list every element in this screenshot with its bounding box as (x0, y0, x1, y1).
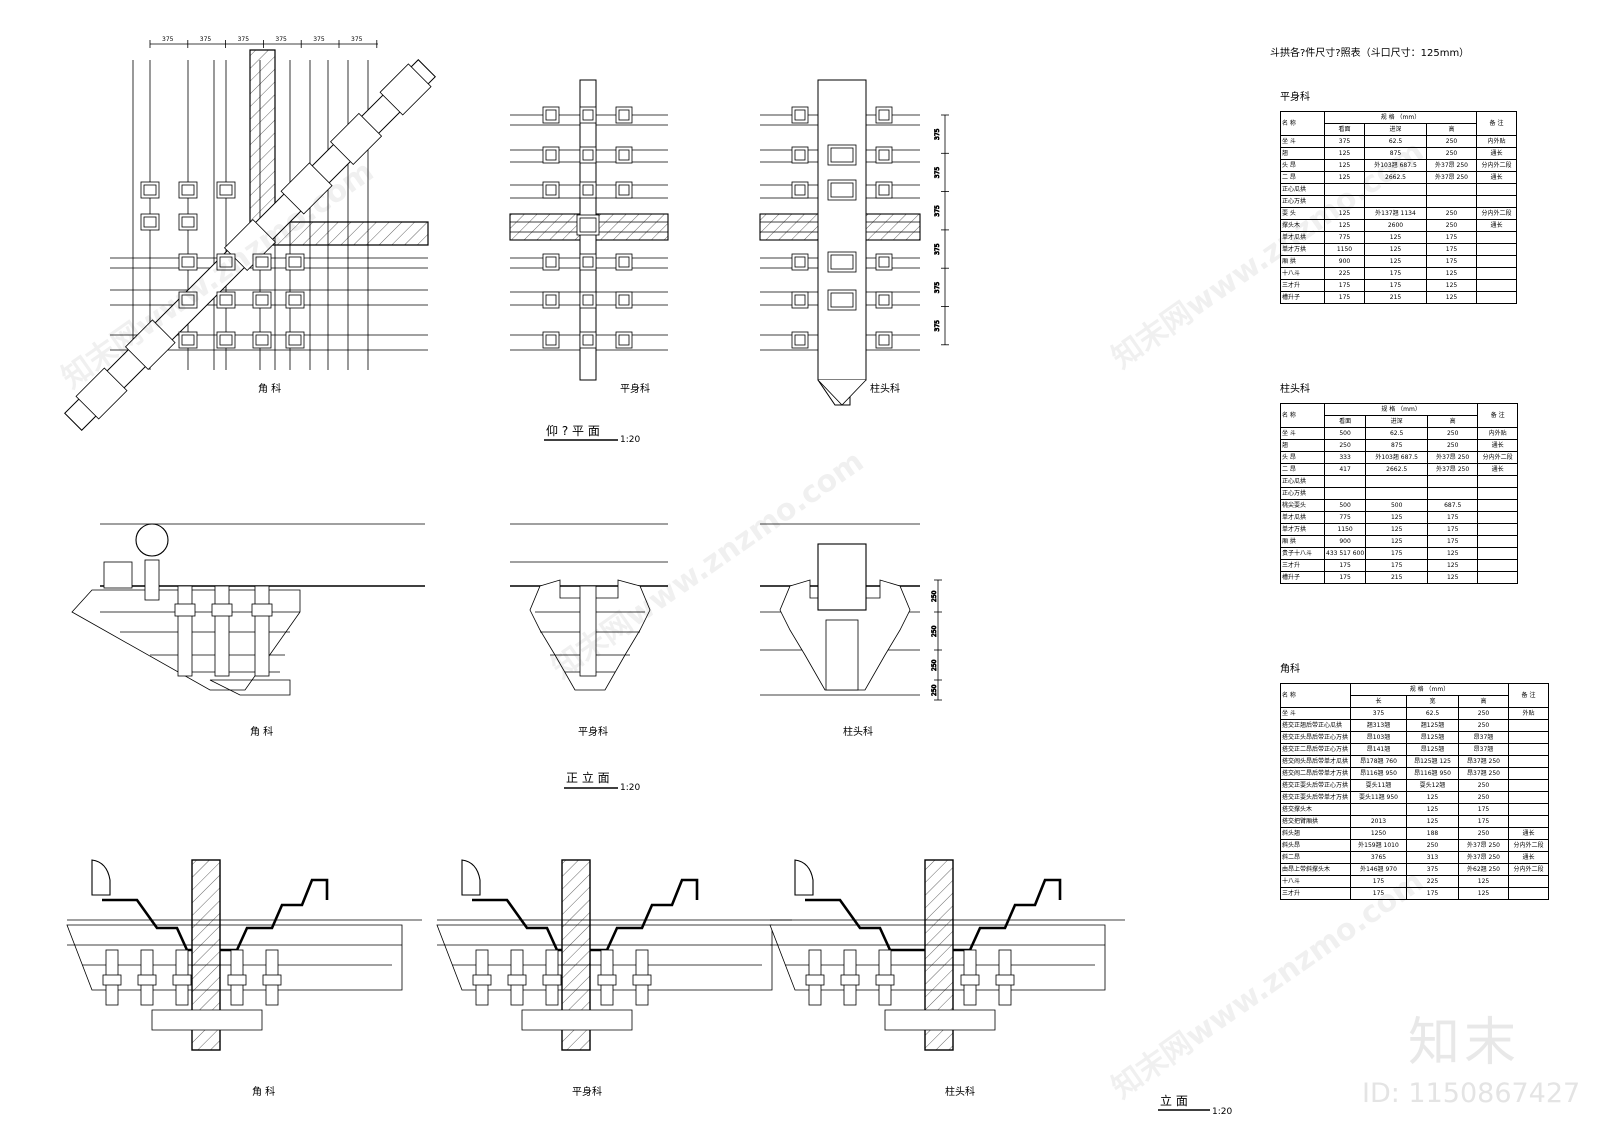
plan-dimension: 375 (313, 36, 325, 43)
brand-logo: 知末 (1408, 1013, 1521, 1073)
plan-column-head-bracket: 375 375 375 375 375 375 (759, 79, 949, 406)
elev-column-label: 柱头科 (843, 725, 873, 738)
elevation-dimension: 250 (931, 625, 938, 637)
plan-intermediate-bracket (509, 79, 669, 381)
side-section (66, 859, 1125, 1051)
elevation-dimension: 250 (931, 659, 938, 671)
elev-section-title: 正 立 面 (566, 770, 610, 785)
elevation-dimension: 250 (931, 684, 938, 696)
elevation-dimension: 250 (931, 590, 938, 602)
plan-column-label: 柱头科 (870, 382, 900, 395)
image-id: ID: 1150867427 (1362, 1078, 1581, 1109)
plan-dimension: 375 (162, 36, 174, 43)
plan-section-title: 仰 ? 平 面 (546, 423, 600, 438)
side-intermediate-label: 平身科 (572, 1085, 602, 1098)
front-elevation: 250 250 250 250 (71, 523, 942, 701)
plan-corner-label: 角 科 (258, 382, 281, 395)
plan-intermediate-label: 平身科 (620, 382, 650, 395)
side-dimension: 375 (934, 128, 941, 140)
side-dimension: 375 (934, 282, 941, 294)
elev-corner-label: 角 科 (250, 725, 273, 738)
plan-scale: 1:20 (620, 435, 640, 445)
side-scale: 1:20 (1212, 1107, 1232, 1117)
side-section-title: 立 面 (1160, 1093, 1188, 1108)
schedule-title: 斗拱各?件尺寸?照表（斗口尺寸：125mm） (1270, 48, 1470, 59)
plan-dimension: 375 (238, 36, 250, 43)
elev-intermediate-label: 平身科 (578, 725, 608, 738)
plan-dimension: 375 (275, 36, 287, 43)
side-dimension: 375 (934, 320, 941, 332)
elev-scale: 1:20 (620, 783, 640, 793)
side-dimension: 375 (934, 167, 941, 179)
side-corner-label: 角 科 (252, 1085, 275, 1098)
side-dimension: 375 (934, 205, 941, 217)
side-column-label: 柱头科 (945, 1085, 975, 1098)
plan-dimension: 375 (200, 36, 212, 43)
side-dimension: 375 (934, 243, 941, 255)
plan-dimension: 375 (351, 36, 363, 43)
plan-corner-bracket (64, 40, 436, 431)
